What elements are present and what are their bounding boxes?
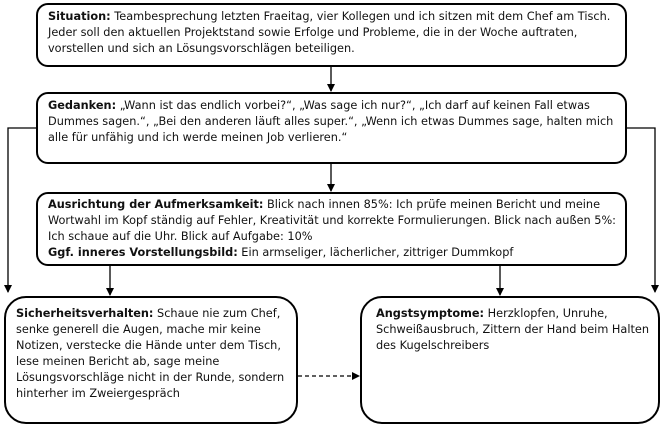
gedanken-label: Gedanken:: [48, 99, 117, 112]
situation-label: Situation:: [48, 10, 111, 23]
sicherheitsverhalten-text: Schaue nie zum Chef, senke generell die …: [16, 307, 285, 400]
vorstellung-paragraph: Ggf. inneres Vorstellungsbild: Ein armse…: [48, 245, 617, 261]
sicherheitsverhalten-label: Sicherheitsverhalten:: [16, 307, 154, 320]
angstsymptome-text: Herzklopfen, Unruhe, Schweißausbruch, Zi…: [376, 307, 650, 352]
ausrichtung-box: Ausrichtung der Aufmerksamkeit: Blick na…: [36, 192, 627, 266]
ausrichtung-label: Ausrichtung der Aufmerksamkeit:: [48, 198, 264, 211]
vorstellung-text: Ein armseliger, lächerlicher, zittriger …: [237, 246, 514, 259]
situation-box: Situation: Teambesprechung letzten Fraei…: [36, 3, 627, 67]
vorstellung-label: Ggf. inneres Vorstellungsbild:: [48, 246, 238, 259]
angstsymptome-box: Angstsymptome: Herzklopfen, Unruhe, Schw…: [360, 296, 660, 424]
angstsymptome-label: Angstsymptome:: [376, 307, 485, 320]
arrow-gedanken-to-angst: [627, 127, 659, 293]
ausrichtung-paragraph: Ausrichtung der Aufmerksamkeit: Blick na…: [48, 197, 617, 245]
gedanken-box: Gedanken: „Wann ist das endlich vorbei?“…: [36, 92, 627, 164]
gedanken-text: „Wann ist das endlich vorbei?“, „Was sag…: [48, 99, 614, 144]
ausrichtung-text: Blick nach innen 85%: Ich prüfe meinen B…: [48, 198, 616, 243]
situation-text: Teambesprechung letzten Fraeitag, vier K…: [48, 10, 611, 55]
sicherheitsverhalten-box: Sicherheitsverhalten: Schaue nie zum Che…: [4, 296, 298, 424]
arrow-gedanken-to-sicherheit: [4, 127, 36, 293]
